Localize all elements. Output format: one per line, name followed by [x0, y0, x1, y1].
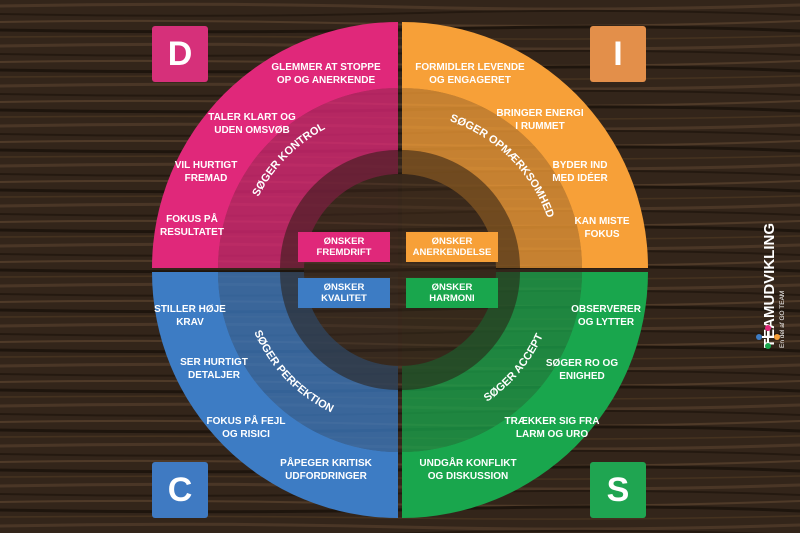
- trait-d-1: GLEMMER AT STOPPE: [271, 62, 381, 73]
- trait-i-3: MED IDÉER: [552, 171, 608, 184]
- trait-s-4: OG DISKUSSION: [428, 471, 509, 482]
- center-box-s: [406, 278, 498, 308]
- center-box-c: [298, 278, 390, 308]
- core-shade: [304, 174, 496, 366]
- brand-logo: TEAMUDVIKLING En del af GO TEAM: [761, 223, 786, 348]
- trait-d-2: TALER KLART OG: [208, 112, 296, 123]
- trait-i-3: BYDER IND: [552, 160, 607, 171]
- center-box-i: [406, 232, 498, 262]
- corner-badge-i: I: [590, 26, 646, 82]
- center-label-d: FREMDRIFT: [317, 247, 372, 258]
- trait-d-3: FREMAD: [185, 173, 228, 184]
- trait-s-4: UNDGÅR KONFLIKT: [419, 456, 516, 469]
- center-label-s: ØNSKER: [432, 282, 473, 293]
- trait-c-3: OG RISICI: [222, 429, 270, 440]
- trait-d-1: OP OG ANERKENDE: [277, 75, 376, 86]
- center-label-i: ANERKENDELSE: [413, 247, 492, 258]
- corner-badge-s: S: [590, 462, 646, 518]
- trait-s-1: OG LYTTER: [578, 317, 635, 328]
- core-circle: [304, 174, 496, 366]
- corner-badge-d: D: [152, 26, 208, 82]
- center-label-d: ØNSKER: [324, 236, 365, 247]
- trait-s-3: TRÆKKER SIG FRA: [505, 416, 600, 427]
- trait-s-3: LARM OG URO: [516, 429, 588, 440]
- trait-i-2: BRINGER ENERGI: [496, 108, 583, 119]
- center-label-s: HARMONI: [429, 293, 474, 304]
- trait-d-4: RESULTATET: [160, 227, 224, 238]
- center-label-i: ØNSKER: [432, 236, 473, 247]
- trait-i-1: OG ENGAGERET: [429, 75, 511, 86]
- trait-i-1: FORMIDLER LEVENDE: [415, 62, 525, 73]
- trait-c-4: PÅPEGER KRITISK: [280, 456, 372, 469]
- brand-tagline: En del af GO TEAM: [779, 291, 786, 348]
- trait-i-4: KAN MISTE: [575, 216, 630, 227]
- trait-s-2: ENIGHED: [559, 371, 605, 382]
- trait-c-1: KRAV: [176, 317, 204, 328]
- team-icon: [756, 325, 780, 349]
- trait-s-1: OBSERVERER: [571, 304, 642, 315]
- trait-c-1: STILLER HØJE: [154, 304, 226, 315]
- center-label-c: ØNSKER: [324, 282, 365, 293]
- trait-d-3: VIL HURTIGT: [175, 160, 238, 171]
- trait-d-4: FOKUS PÅ: [166, 212, 218, 225]
- trait-c-4: UDFORDRINGER: [285, 471, 367, 482]
- brand-name: TEAMUDVIKLING: [761, 223, 778, 348]
- trait-i-2: I RUMMET: [515, 121, 564, 132]
- trait-d-2: UDEN OMSVØB: [214, 125, 290, 136]
- corner-badge-c: C: [152, 462, 208, 518]
- trait-i-4: FOKUS: [585, 229, 620, 240]
- trait-c-2: SER HURTIGT: [180, 357, 248, 368]
- center-box-d: [298, 232, 390, 262]
- center-label-c: KVALITET: [321, 293, 367, 304]
- trait-c-3: FOKUS PÅ FEJL: [207, 414, 286, 427]
- trait-c-2: DETALJER: [188, 370, 241, 381]
- trait-s-2: SØGER RO OG: [546, 358, 618, 369]
